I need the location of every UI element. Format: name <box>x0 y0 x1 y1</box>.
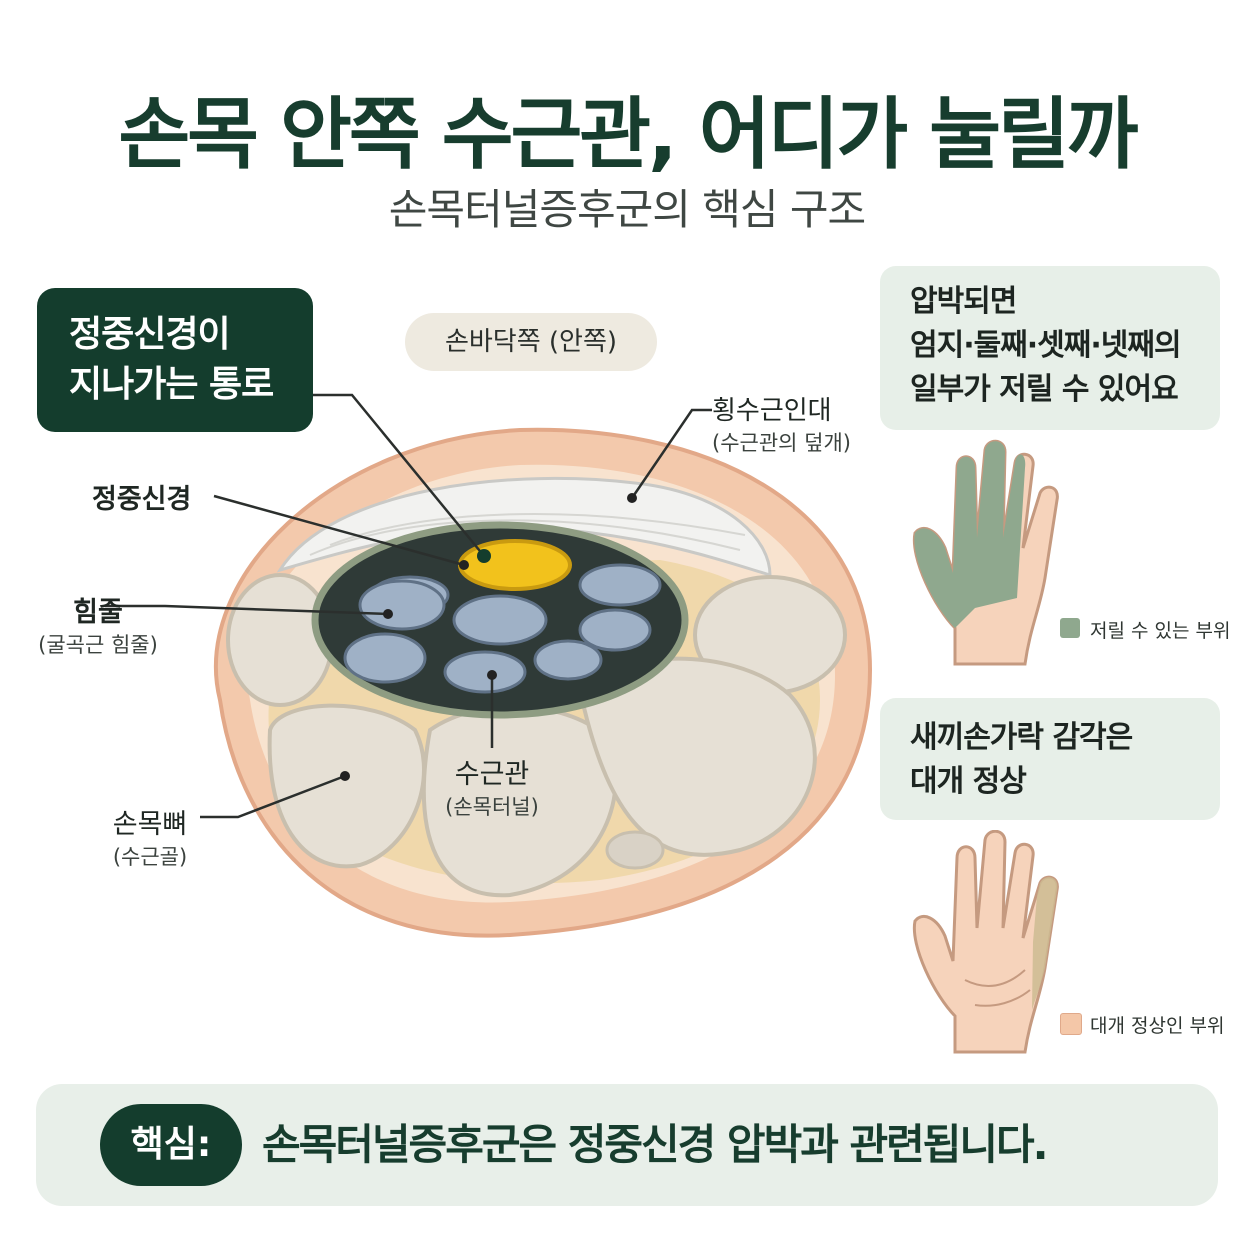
little-finger-info-card: 새끼손가락 감각은 대개 정상 <box>880 698 1220 820</box>
numbness-info-card: 압박되면 엄지·둘째·셋째·넷째의 일부가 저릴 수 있어요 <box>880 266 1220 430</box>
legend1-swatch <box>1060 618 1080 638</box>
callout-line-1: 정중신경이 <box>69 314 231 355</box>
median-nerve-shape <box>458 539 572 591</box>
wrist-bone-label: 손목뼈 <box>112 809 188 840</box>
page-subtitle: 손목터널증후군의 핵심 구조 <box>388 185 866 234</box>
summary-badge: 핵심: <box>100 1104 242 1186</box>
tendon-sublabel: (굴곡근 힘줄) <box>38 633 158 657</box>
ligament-label: 횡수근인대 <box>712 396 832 426</box>
bone-right-lower <box>577 656 817 857</box>
carpal-tunnel-sublabel: (손목터널) <box>445 795 539 819</box>
legend2-swatch <box>1060 1013 1082 1035</box>
tunnel-callout-box: 정중신경이 지나가는 통로 <box>37 288 313 432</box>
tendon-8 <box>533 639 603 681</box>
page-title: 손목 안쪽 수근관, 어디가 눌릴까 <box>118 90 1138 180</box>
card1-line-1: 압박되면 <box>910 284 1017 319</box>
tendon-4 <box>452 594 548 646</box>
tendon-6 <box>578 608 652 652</box>
card2-line-1: 새끼손가락 감각은 <box>910 720 1133 755</box>
normal-hand-illustration <box>912 830 1059 1054</box>
card1-line-2: 엄지·둘째·셋째·넷째의 <box>910 328 1182 363</box>
tendon-5 <box>578 563 662 607</box>
callout-line-2: 지나가는 통로 <box>69 364 274 405</box>
ligament-sublabel: (수근관의 덮개) <box>712 431 851 455</box>
tendon-7 <box>443 650 527 694</box>
carpal-tunnel-label-group: 수근관 (손목터널) <box>430 752 554 821</box>
wrist-bone-label-group: 손목뼈 (수근골) <box>100 802 200 871</box>
tendon-2 <box>343 632 427 684</box>
tendon-3 <box>358 579 446 631</box>
card1-line-3: 일부가 저릴 수 있어요 <box>910 372 1179 407</box>
summary-text: 손목터널증후군은 정중신경 압박과 관련됩니다. <box>262 1120 1049 1169</box>
tendon-label-group: 힘줄 (굴곡근 힘줄) <box>33 590 163 659</box>
card2-line-2: 대개 정상 <box>910 764 1027 799</box>
carpal-tunnel-label: 수근관 <box>454 759 530 790</box>
bone-small <box>605 830 665 870</box>
legend1-label: 저릴 수 있는 부위 <box>1090 620 1231 642</box>
legend2-label: 대개 정상인 부위 <box>1090 1015 1225 1037</box>
tendon-label: 힘줄 <box>73 597 123 628</box>
median-nerve-label: 정중신경 <box>92 484 192 515</box>
bone-left-lower <box>267 703 426 869</box>
palm-side-label: 손바닥쪽 (안쪽) <box>405 313 657 371</box>
wrist-cross-section-diagram <box>213 427 873 938</box>
ligament-label-group: 횡수근인대 (수근관의 덮개) <box>712 390 851 457</box>
numb-hand-illustration <box>912 439 1059 666</box>
wrist-bone-sublabel: (수근골) <box>112 845 188 869</box>
